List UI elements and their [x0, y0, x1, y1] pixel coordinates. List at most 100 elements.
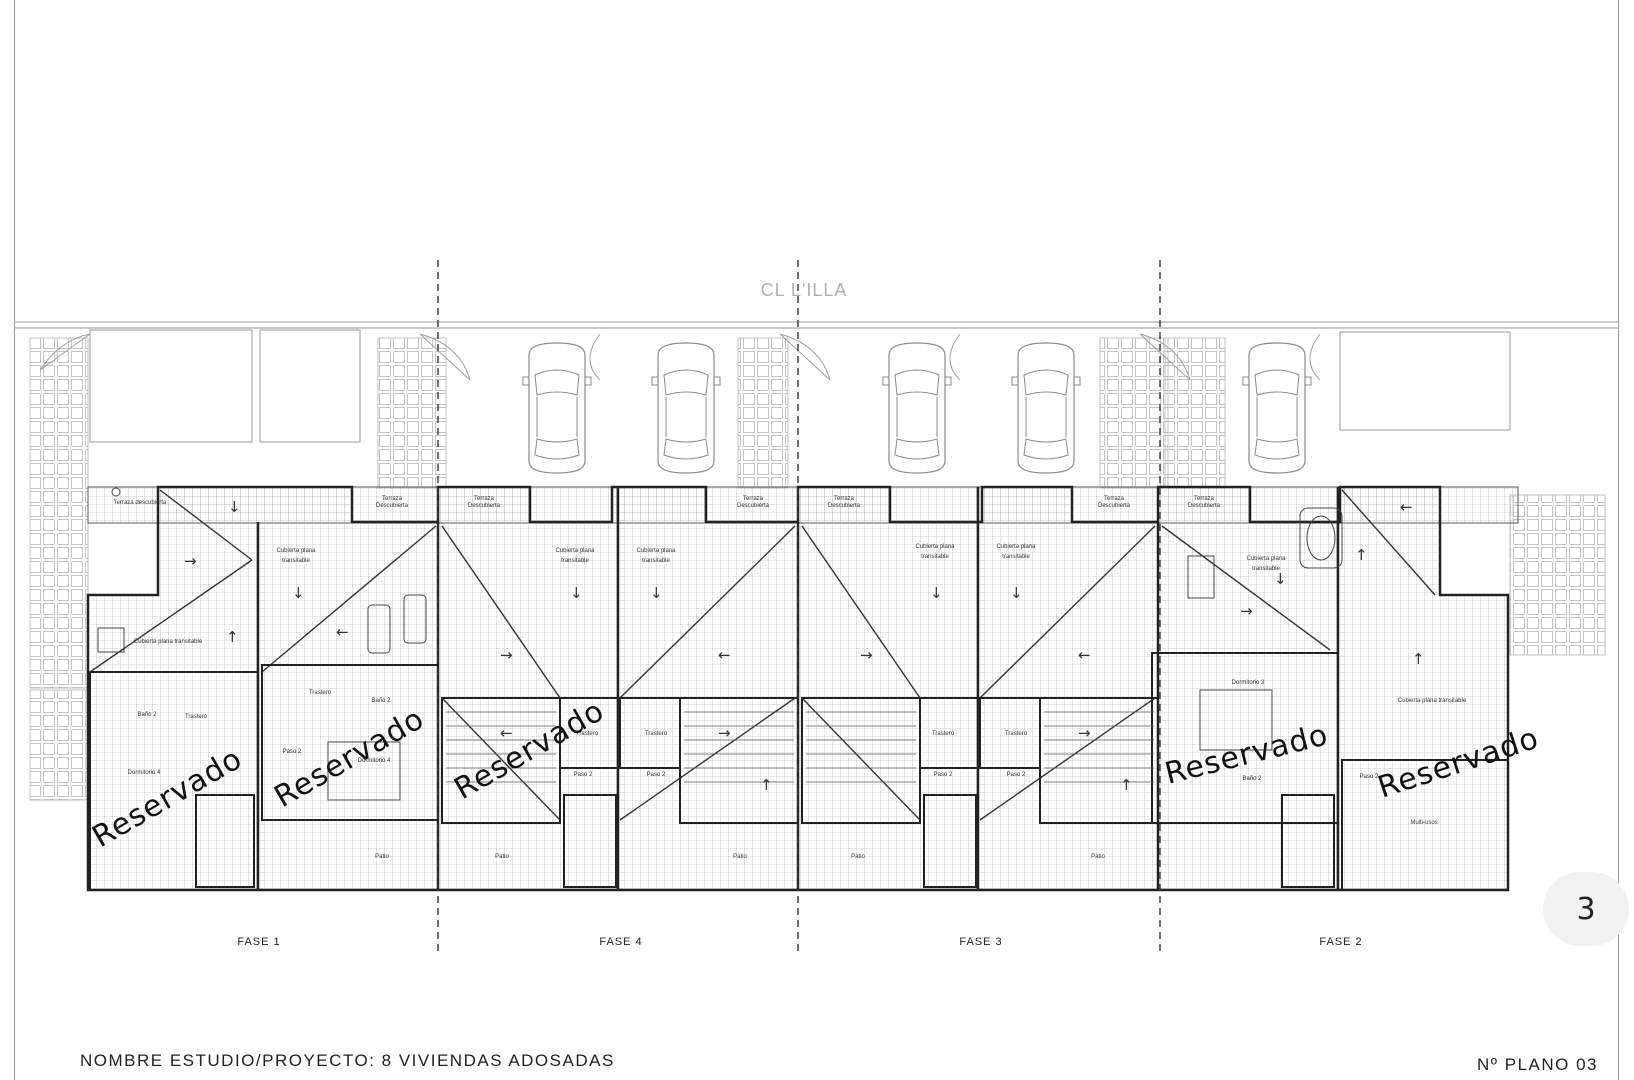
- car-icon: [522, 342, 592, 474]
- room-label: Descubierta: [376, 503, 409, 509]
- bed-icon: [327, 741, 401, 801]
- room-label: Paso 2: [934, 772, 953, 778]
- car-icon: [882, 342, 952, 474]
- room-label: Descubierta: [1098, 503, 1131, 509]
- arrow-right-icon: →: [1240, 602, 1253, 620]
- frame-left-border: [14, 0, 15, 1080]
- room-label: Patio: [733, 854, 747, 860]
- room-label: Paso 2: [647, 772, 666, 778]
- arrow-right-icon: →: [718, 724, 731, 742]
- arrow-right-icon: →: [184, 552, 197, 570]
- front-paving: [29, 337, 1606, 801]
- bed-icon: [1199, 689, 1273, 751]
- drain-icon: [111, 487, 121, 497]
- arrow-down-icon: ↓: [1010, 584, 1023, 602]
- car-icon: [1011, 342, 1081, 474]
- room-label: Paso 2: [1360, 774, 1379, 780]
- page-number-badge: 3: [1543, 872, 1629, 946]
- phase-label: FASE 4: [599, 936, 642, 948]
- arrow-left-icon: ←: [500, 724, 513, 742]
- arrow-right-icon: →: [500, 646, 513, 664]
- phase-label: FASE 3: [959, 936, 1002, 948]
- room-label: transitable: [642, 558, 670, 564]
- room-label: transitable: [561, 558, 589, 564]
- table-icon: [1187, 555, 1215, 599]
- arrow-down-icon: ↓: [228, 498, 241, 516]
- room-label: Terraza: [834, 496, 855, 502]
- room-label: Dormitorio 4: [128, 770, 161, 776]
- frame-right-border: [1618, 0, 1619, 1080]
- room-label: Terraza descubierta: [114, 500, 167, 506]
- room-label: Trastero: [309, 690, 332, 696]
- room-label: Trastero: [576, 731, 599, 737]
- fixture-icons: [97, 487, 1343, 801]
- room-label: Cubierta plana: [996, 544, 1036, 550]
- arrow-left-icon: ←: [1400, 498, 1413, 516]
- phase-labels: FASE 1 FASE 4 FASE 3 FASE 2: [237, 936, 1362, 948]
- arrow-left-icon: ←: [718, 646, 731, 664]
- room-label: Patio: [495, 854, 509, 860]
- car-icon: [651, 342, 721, 474]
- street-gates: [39, 333, 1321, 381]
- arrow-up-icon: ↑: [1412, 650, 1425, 668]
- room-label: Descubierta: [828, 503, 861, 509]
- room-label: transitable: [1002, 554, 1030, 560]
- room-label: Paso 2: [283, 749, 302, 755]
- room-label: Cubierta plana: [636, 548, 676, 554]
- room-label: Paso 2: [1007, 772, 1026, 778]
- room-label: Paso 2: [574, 772, 593, 778]
- arrow-left-icon: ←: [1078, 646, 1091, 664]
- lounger-icon: [403, 594, 427, 644]
- jacuzzi-basin-icon: [1306, 515, 1336, 561]
- jacuzzi-icon: [1299, 507, 1343, 569]
- project-title: NOMBRE ESTUDIO/PROYECTO: 8 VIVIENDAS ADO…: [80, 1051, 615, 1070]
- room-label: Dormitorio 3: [1232, 680, 1265, 686]
- arrow-right-icon: →: [860, 646, 873, 664]
- room-label: Descubierta: [468, 503, 501, 509]
- room-label: Cubierta plana: [1246, 556, 1286, 562]
- arrow-up-icon: ↑: [226, 628, 239, 646]
- room-label: Trastero: [932, 731, 955, 737]
- room-label: Terraza: [743, 496, 764, 502]
- phase-label: FASE 2: [1319, 936, 1362, 948]
- plan-number: Nº PLANO 03: [1477, 1055, 1598, 1074]
- arrow-up-icon: ↑: [1120, 776, 1133, 794]
- room-label: Baño 2: [137, 712, 157, 718]
- arrow-down-icon: ↓: [1274, 570, 1287, 588]
- room-label: Cubierta plana transitable: [134, 639, 203, 645]
- arrow-down-icon: ↓: [570, 584, 583, 602]
- room-label: Cubierta plana: [276, 548, 316, 554]
- room-labels: Terraza descubierta Cubierta plana trans…: [114, 496, 1467, 860]
- room-label: Baño 2: [371, 698, 391, 704]
- room-label: Terraza: [474, 496, 495, 502]
- lounger-icon: [367, 604, 391, 654]
- room-label: Terraza: [382, 496, 403, 502]
- room-label: Trastero: [645, 731, 668, 737]
- room-label: Trastero: [185, 714, 208, 720]
- arrow-right-icon: →: [1078, 724, 1091, 742]
- parcel-outline: [14, 321, 1618, 443]
- room-label: Patio: [851, 854, 865, 860]
- arrow-left-icon: ←: [336, 623, 349, 641]
- room-label: transitable: [282, 558, 310, 564]
- room-label: Dormitorio 4: [358, 758, 391, 764]
- room-label: Multi-usos: [1410, 820, 1437, 826]
- street-label: CL L'ILLA: [761, 280, 848, 300]
- drain-arrows: ↓ → ↑ ↓ ← ↓ ↓ → ← ↓ ↓ → ← ↓ → ← ↑ ↑ ← → …: [184, 498, 1425, 794]
- room-label: transitable: [921, 554, 949, 560]
- stair-treads: [446, 711, 1154, 783]
- room-label: Cubierta plana: [555, 548, 595, 554]
- phase-dividers: [437, 260, 1161, 955]
- room-label: Trastero: [1005, 731, 1028, 737]
- interior-walls: [89, 652, 1509, 891]
- room-label: Terraza: [1194, 496, 1215, 502]
- room-label: transitable: [1252, 566, 1280, 572]
- arrow-up-icon: ↑: [1355, 546, 1368, 564]
- roof-slope-lines: [89, 489, 1436, 821]
- room-label: Cubierta plana: [915, 544, 955, 550]
- room-label: Cubierta plana transitable: [1398, 698, 1467, 704]
- car-icon: [1242, 342, 1312, 474]
- room-label: Descubierta: [737, 503, 770, 509]
